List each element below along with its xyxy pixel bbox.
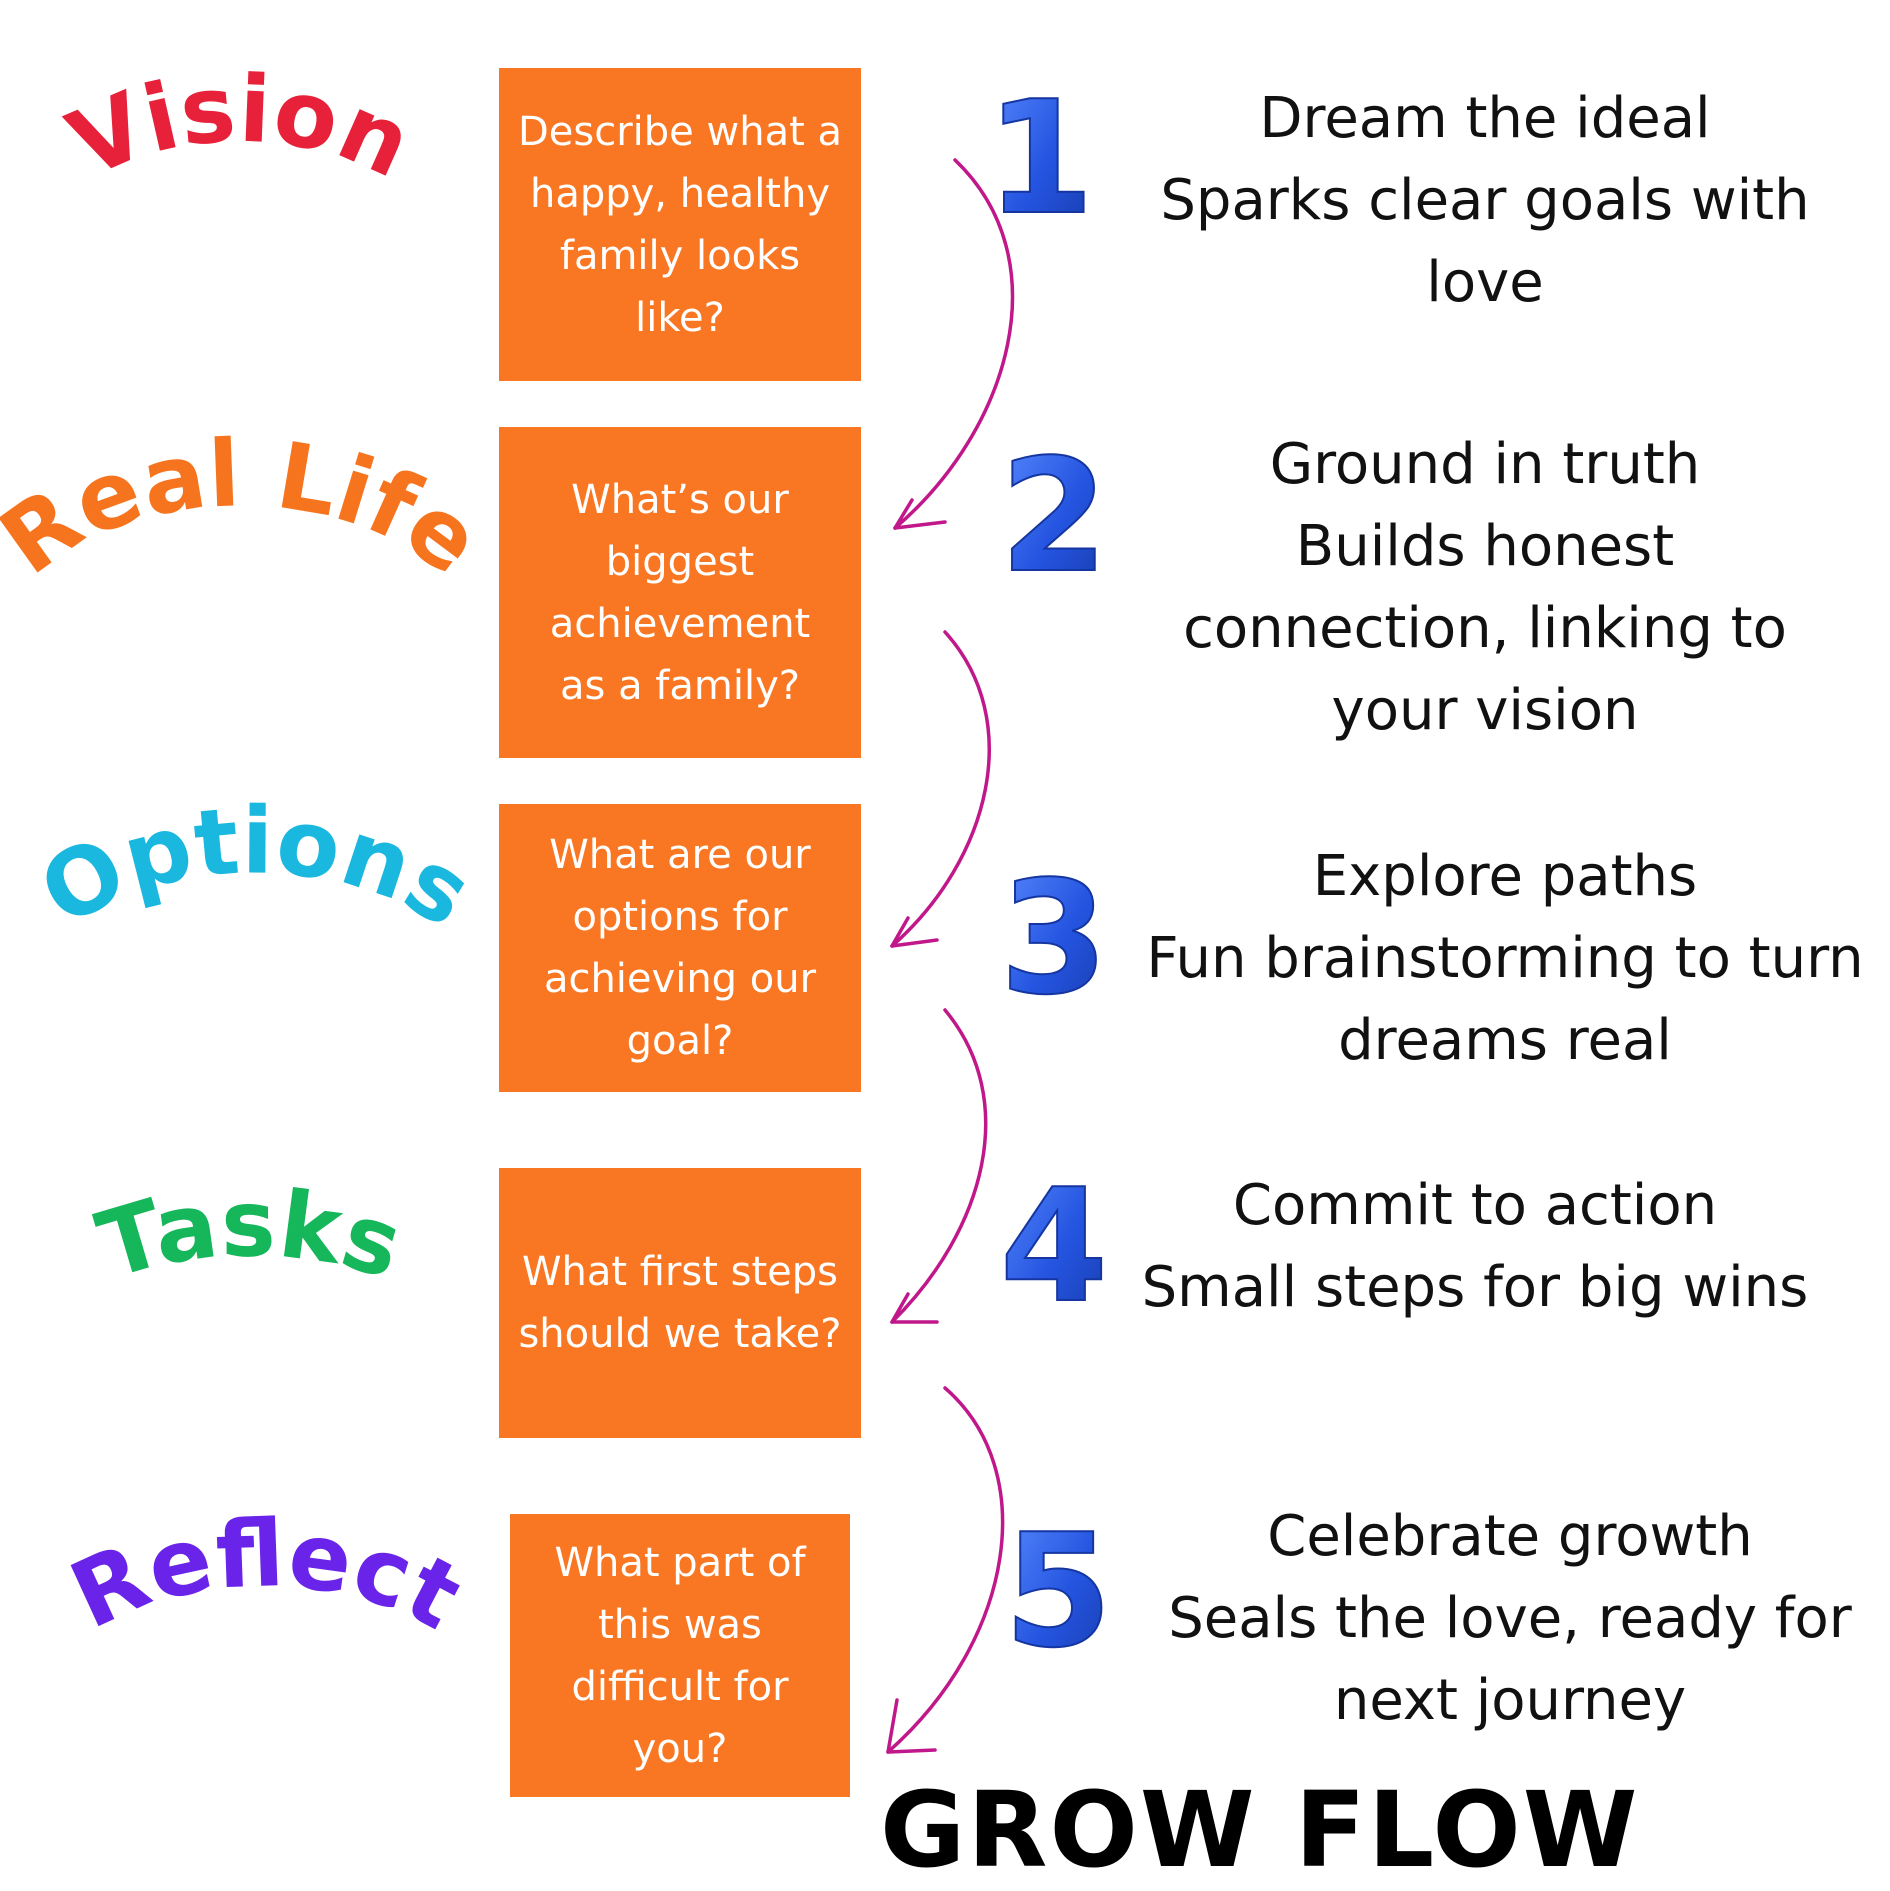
question-text: Describe what a happy, healthy family lo… [517, 108, 842, 341]
step-description-1: Dream the ideal Sparks clear goals with … [1120, 78, 1850, 324]
step-number-5: 5 [1004, 1500, 1113, 1682]
step-line: Sparks clear goals with [1160, 168, 1810, 233]
step-description-4: Commit to action Small steps for big win… [1110, 1165, 1840, 1329]
step-number-1: 1 [986, 67, 1095, 249]
step-number-3: 3 [1000, 847, 1109, 1029]
step-line: Commit to action [1232, 1173, 1718, 1238]
question-box-tasks: What first steps should we take? [499, 1168, 861, 1438]
step-line: connection, linking to [1183, 596, 1787, 661]
step-line: Seals the love, ready for [1168, 1586, 1852, 1651]
question-text: What first steps should we take? [518, 1249, 842, 1357]
page-title: GROW FLOW [880, 1769, 1640, 1891]
step-description-2: Ground in truth Builds honest connection… [1120, 424, 1850, 752]
step-line: dreams real [1338, 1008, 1672, 1073]
question-text: What part of this was difficult for you? [554, 1539, 806, 1772]
flow-arrow [893, 158, 1015, 530]
stage-labels: Vision Real Life Options Tasks Reflect [0, 55, 500, 1650]
step-line: next journey [1333, 1668, 1687, 1733]
step-line: Dream the ideal [1259, 86, 1711, 151]
question-text: What’s our biggest achievement as a fami… [549, 476, 811, 709]
question-box-reflect: What part of this was difficult for you? [510, 1514, 850, 1797]
step-line: Ground in truth [1269, 432, 1701, 497]
stage-label-vision: Vision [54, 55, 426, 198]
step-description-5: Celebrate growth Seals the love, ready f… [1140, 1496, 1880, 1742]
step-number-2: 2 [1000, 425, 1109, 607]
stage-label-tasks: Tasks [86, 1171, 413, 1300]
question-box-real-life: What’s our biggest achievement as a fami… [499, 427, 861, 758]
step-numbers: 1 2 3 4 5 [985, 66, 1114, 1683]
question-text: What are our options for achieving our g… [543, 832, 817, 1064]
step-line: Builds honest [1295, 514, 1675, 579]
stage-label-options: Options [23, 787, 489, 947]
flow-arrow [886, 1386, 1005, 1754]
step-number-4: 4 [1000, 1155, 1109, 1337]
step-line: Small steps for big wins [1141, 1255, 1809, 1320]
stage-label-real-life: Real Life [0, 420, 500, 595]
flow-arrow [890, 1008, 988, 1324]
flow-arrows [886, 158, 1015, 1754]
step-description-3: Explore paths Fun brainstorming to turn … [1125, 836, 1885, 1082]
step-line: your vision [1331, 678, 1639, 743]
step-line: Explore paths [1312, 844, 1698, 909]
step-line: love [1426, 250, 1544, 315]
flow-arrow [890, 630, 991, 948]
stage-label-reflect: Reflect [55, 1500, 477, 1650]
step-line: Celebrate growth [1267, 1504, 1753, 1569]
question-box-vision: Describe what a happy, healthy family lo… [499, 68, 861, 381]
question-box-options: What are our options for achieving our g… [499, 804, 861, 1092]
step-line: Fun brainstorming to turn [1146, 926, 1864, 991]
